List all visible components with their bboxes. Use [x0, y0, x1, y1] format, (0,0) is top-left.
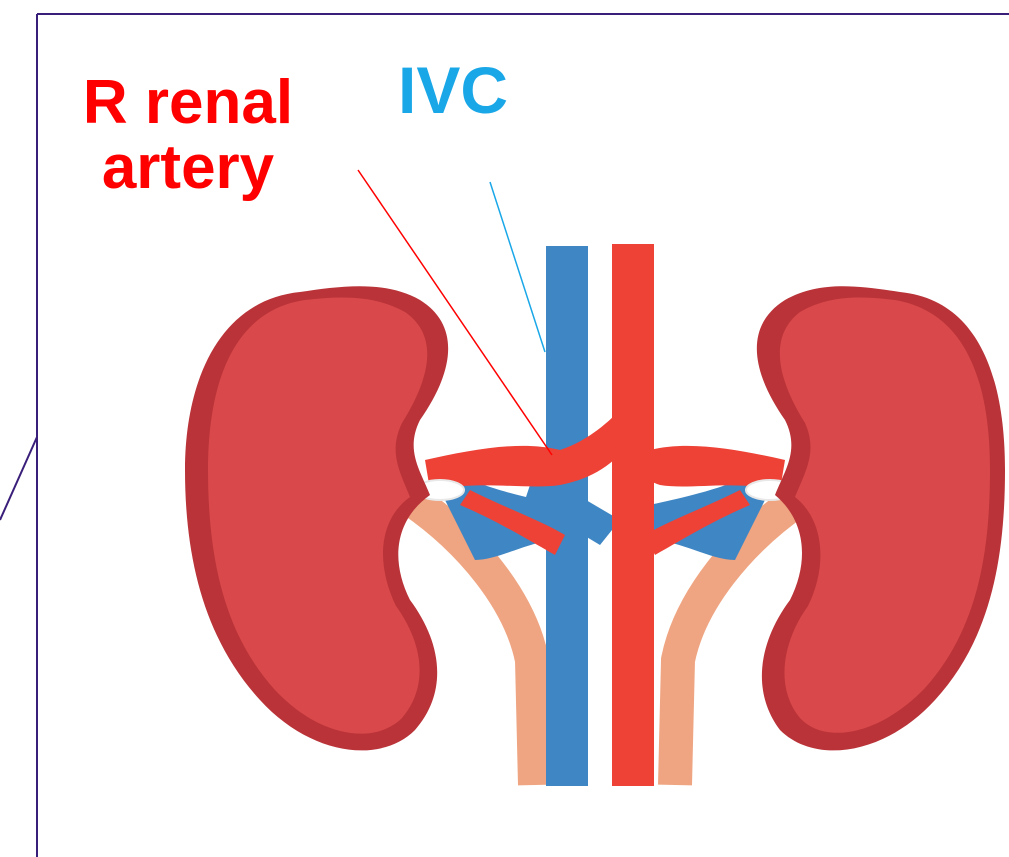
r-renal-artery-label: R renal artery	[58, 70, 318, 200]
left-kidney	[757, 286, 1005, 750]
ivc-vessel	[546, 246, 588, 786]
right-renal-artery	[425, 410, 632, 490]
ivc-leader-line	[490, 182, 545, 352]
aorta-vessel	[612, 244, 654, 786]
ivc-label: IVC	[398, 56, 508, 125]
